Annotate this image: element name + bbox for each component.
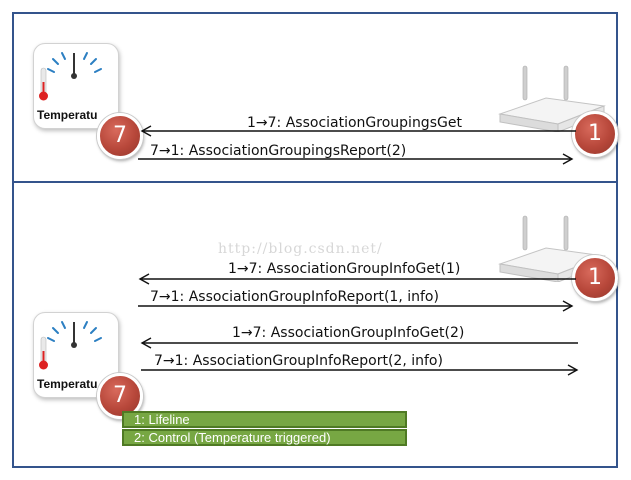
router-icon — [498, 65, 606, 132]
arrow-left-icon — [140, 125, 576, 137]
thermometer-gauge-icon — [39, 321, 102, 370]
message-label: 7→1: AssociationGroupingsReport(2) — [150, 143, 407, 159]
thermometer-gauge-icon — [39, 52, 102, 101]
node-badge-1: 1 — [572, 255, 618, 301]
message-label: 1→7: AssociationGroupInfoGet(1) — [228, 261, 461, 277]
arrow-right-icon — [138, 300, 574, 312]
message-label: 7→1: AssociationGroupInfoReport(2, info) — [154, 353, 443, 369]
arrow-right-icon — [141, 364, 579, 376]
message-label: 1→7: AssociationGroupInfoGet(2) — [232, 325, 465, 341]
legend-lifeline: 1: Lifeline — [122, 411, 407, 428]
message-label: 1→7: AssociationGroupingsGet — [247, 115, 462, 131]
thermostat-label: Temperatu — [37, 377, 98, 391]
node-badge-7: 7 — [97, 113, 143, 159]
thermostat-icon: Temperatu — [33, 43, 119, 129]
arrow-left-icon — [138, 273, 576, 285]
arrow-left-icon — [140, 337, 578, 349]
legend-control: 2: Control (Temperature triggered) — [122, 429, 407, 446]
node-badge-1: 1 — [572, 111, 618, 157]
arrow-right-icon — [138, 153, 574, 165]
message-label: 7→1: AssociationGroupInfoReport(1, info) — [150, 289, 439, 305]
watermark: http://blog.csdn.net/ — [218, 241, 383, 257]
thermostat-label: Temperatu — [37, 108, 98, 122]
